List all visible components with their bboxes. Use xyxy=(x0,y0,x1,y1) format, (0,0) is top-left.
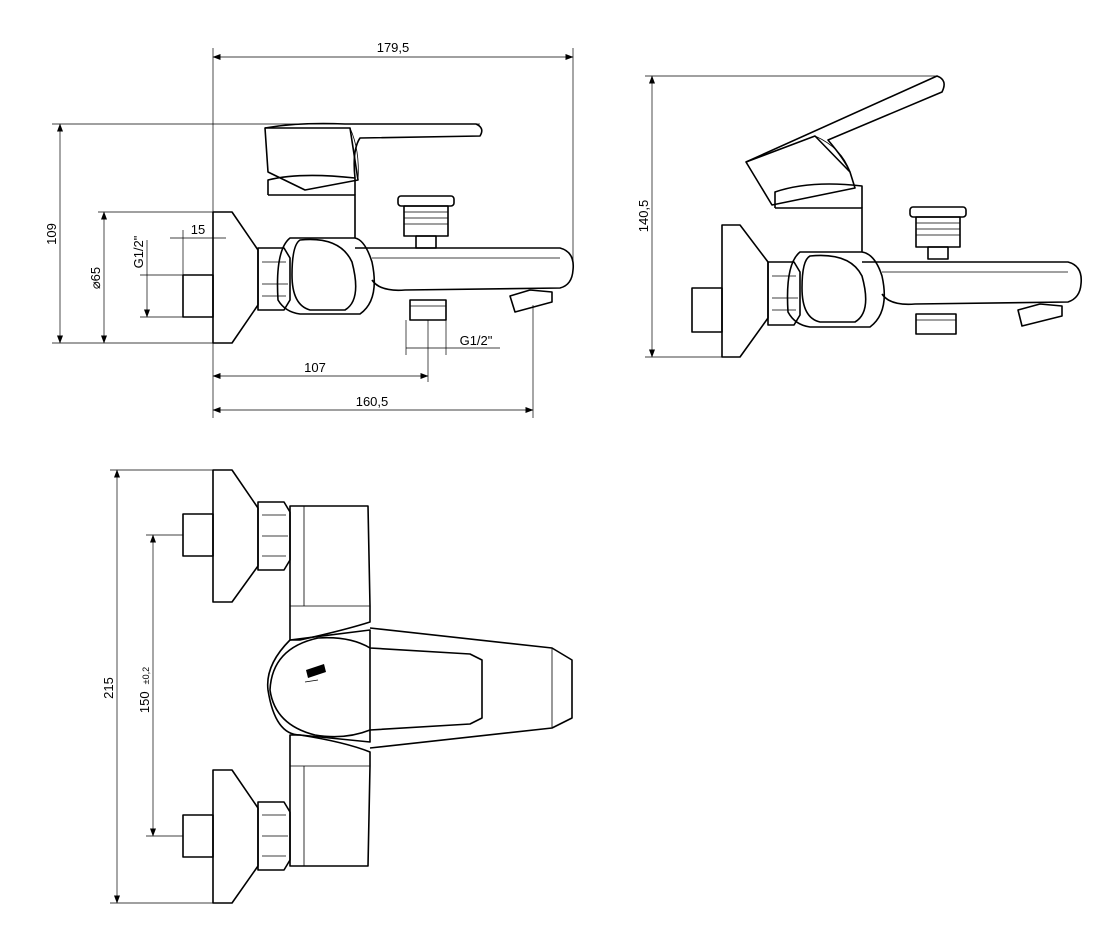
mixer-body xyxy=(268,194,376,315)
dim-nut: 15 xyxy=(191,222,205,237)
dimension-lines xyxy=(52,48,574,418)
cartridge-cap xyxy=(264,127,359,191)
cartridge-cap-raised xyxy=(745,135,856,206)
spout-2 xyxy=(862,261,1083,306)
dim-tolerance: ±0,2 xyxy=(141,667,151,684)
dim-spout-axis: 107 xyxy=(304,360,326,375)
top-view: 215 150 ±0,2 xyxy=(101,469,573,904)
side-view: 179,5 109 ⌀65 G1/2" 15 G1/2" 107 160,5 xyxy=(44,40,575,418)
supply-stub-2 xyxy=(691,287,723,333)
lever-handle xyxy=(264,122,483,179)
dim-thread-inlet: G1/2" xyxy=(131,235,146,268)
dim-width-top: 179,5 xyxy=(377,40,410,55)
diverter-knob-2 xyxy=(909,206,967,218)
spout-top xyxy=(369,627,573,749)
body-oval-2 xyxy=(801,254,867,323)
upper-body xyxy=(289,505,371,641)
lower-escutcheon xyxy=(212,769,259,904)
cartridge-top xyxy=(266,629,371,743)
svg-text:150 ±0,2: 150 ±0,2 xyxy=(136,667,153,713)
diverter-knob xyxy=(397,195,455,207)
shower-outlet-2 xyxy=(915,313,957,335)
upper-supply-stub xyxy=(182,513,214,557)
connection-nut-2 xyxy=(767,261,801,326)
brand-logo xyxy=(306,664,326,678)
mixer-body-2 xyxy=(775,207,886,328)
upper-escutcheon xyxy=(212,469,259,603)
dim-thread-outlet: G1/2" xyxy=(460,333,493,348)
lever-top xyxy=(269,636,483,738)
spout xyxy=(355,247,575,292)
connection-nut xyxy=(257,247,291,311)
dim-centers: 150 xyxy=(137,691,152,713)
lever-handle-raised xyxy=(745,75,945,173)
dimension-lines-2 xyxy=(645,75,937,358)
body-oval xyxy=(291,238,357,311)
lower-body xyxy=(289,734,371,867)
escutcheon xyxy=(212,211,259,344)
lower-supply-stub xyxy=(182,814,214,858)
dim-height: 109 xyxy=(44,223,59,245)
dim-overall: 160,5 xyxy=(356,394,389,409)
aerator-2 xyxy=(1017,303,1063,327)
shower-outlet xyxy=(409,299,447,321)
dim-diameter: ⌀65 xyxy=(88,267,103,289)
raised-lever-view: 140,5 xyxy=(636,75,1083,358)
dim-height-raised: 140,5 xyxy=(636,200,651,233)
dimension-lines-3 xyxy=(110,469,232,904)
escutcheon-2 xyxy=(721,224,769,358)
dim-length: 215 xyxy=(101,677,116,699)
aerator xyxy=(509,289,553,313)
supply-stub xyxy=(182,274,214,318)
